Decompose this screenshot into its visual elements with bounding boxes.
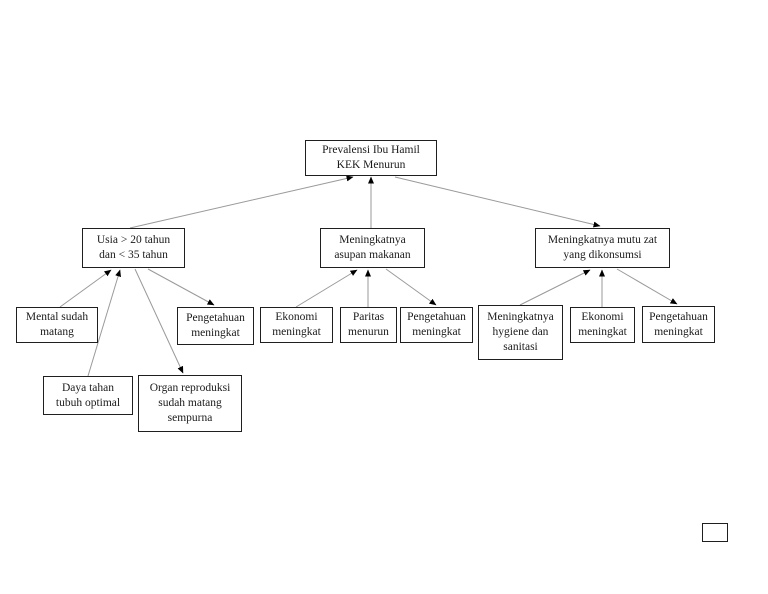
node-label-line: Organ reproduksi: [149, 382, 231, 394]
node-corner-empty: [702, 523, 728, 542]
node-label-line: sudah matang: [158, 397, 222, 409]
node-label-line: tubuh optimal: [55, 396, 121, 409]
node-eko2: Ekonomi meningkat: [570, 307, 635, 343]
node-label-line: matang: [40, 326, 74, 338]
node-label-line: meningkat: [272, 326, 321, 338]
node-mutu: Meningkatnya mutu zat yang dikonsumsi: [535, 228, 670, 268]
node-organ: Organ reproduksi sudah matang sempurna: [138, 375, 242, 432]
node-label-line: asupan makanan: [334, 249, 411, 261]
node-label-line: sempurna: [167, 412, 213, 424]
node-label-line: Usia > 20 tahun: [96, 234, 171, 246]
node-label-line: Meningkatnya mutu zat: [547, 234, 658, 246]
node-label-line: meningkat: [578, 326, 627, 338]
node-label-line: Pengetahuan: [649, 310, 708, 323]
node-label-line: Meningkatnya: [487, 311, 554, 323]
node-label-line: dan < 35 tahun: [99, 249, 168, 261]
edge-usia-to-root: [129, 175, 354, 229]
node-paritas: Paritas menurun: [340, 307, 397, 343]
node-hygiene: Meningkatnya hygiene dan sanitasi: [478, 305, 563, 360]
node-label-line: meningkat: [654, 325, 703, 338]
edge-asupan-to-peng2: [385, 268, 437, 306]
node-label-line: meningkat: [191, 327, 240, 339]
node-label-line: Ekonomi: [275, 311, 318, 323]
node-label-line: KEK Menurun: [336, 159, 406, 171]
node-label-line: hygiene dan: [492, 326, 549, 338]
node-label-line: Daya tahan: [61, 381, 115, 394]
edge-mutu-to-peng3: [616, 268, 678, 305]
edge-root-to-mutu: [394, 176, 601, 228]
node-label-line: meningkat: [412, 326, 461, 338]
edge-eko1-to-asupan: [295, 269, 358, 308]
node-peng3: Pengetahuan meningkat: [642, 306, 715, 343]
node-usia: Usia > 20 tahun dan < 35 tahun: [82, 228, 185, 268]
edge-lines: [59, 175, 678, 377]
edge-usia-to-organ: [134, 268, 184, 374]
edge-mental-to-usia: [59, 269, 112, 308]
node-label-line: Mental sudah: [25, 311, 89, 323]
node-label-line: menurun: [348, 326, 389, 338]
node-peng2: Pengetahuan meningkat: [400, 307, 473, 343]
node-label-line: Pengetahuan: [186, 312, 245, 324]
node-label-line: Ekonomi: [581, 311, 624, 323]
edge-hygiene-to-mutu: [519, 269, 591, 306]
edge-daya-to-usia: [87, 269, 121, 377]
node-label-line: sanitasi: [503, 341, 538, 353]
node-label-line: Pengetahuan: [407, 311, 466, 323]
node-label-line: Meningkatnya: [339, 234, 406, 246]
node-daya: Daya tahan tubuh optimal: [43, 376, 133, 415]
node-asupan: Meningkatnya asupan makanan: [320, 228, 425, 268]
edge-usia-to-peng1: [147, 268, 215, 306]
node-label-line: Paritas: [352, 311, 385, 323]
node-eko1: Ekonomi meningkat: [260, 307, 333, 343]
node-label-line: Prevalensi Ibu Hamil: [322, 144, 420, 156]
node-label-line: yang dikonsumsi: [563, 249, 642, 261]
node-peng1: Pengetahuan meningkat: [177, 307, 254, 345]
node-mental: Mental sudah matang: [16, 307, 98, 343]
